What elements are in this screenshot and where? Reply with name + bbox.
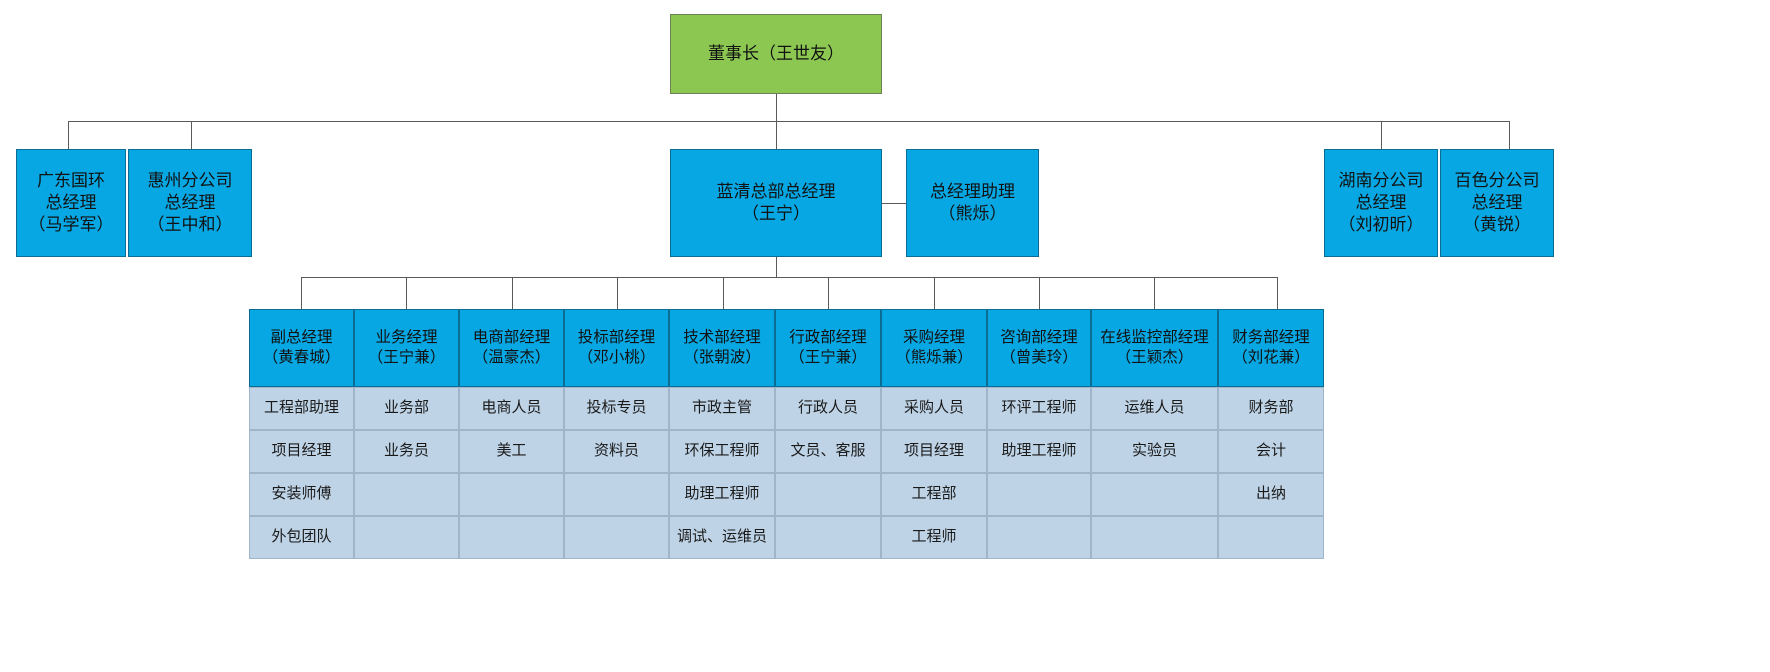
- node-chairman[interactable]: 董事长（王世友）: [670, 14, 882, 94]
- staff-cell[interactable]: 项目经理: [249, 430, 354, 473]
- staff-cell[interactable]: [987, 473, 1091, 516]
- connector-drop-dept-7: [1039, 277, 1040, 309]
- staff-cell[interactable]: 项目经理: [881, 430, 987, 473]
- staff-cell[interactable]: 业务部: [354, 387, 459, 430]
- staff-cell[interactable]: 助理工程师: [987, 430, 1091, 473]
- dept-header-1[interactable]: 业务经理 （王宁兼）: [354, 309, 459, 387]
- dept-header-3[interactable]: 投标部经理 （邓小桃）: [564, 309, 669, 387]
- staff-cell[interactable]: 助理工程师: [669, 473, 775, 516]
- dept-header-8[interactable]: 在线监控部经理 （王颖杰）: [1091, 309, 1218, 387]
- staff-cell[interactable]: [1091, 516, 1218, 559]
- staff-cell[interactable]: 出纳: [1218, 473, 1324, 516]
- staff-cell[interactable]: 外包团队: [249, 516, 354, 559]
- node-gm-assistant[interactable]: 总经理助理 （熊烁）: [906, 149, 1039, 257]
- staff-cell[interactable]: 安装师傅: [249, 473, 354, 516]
- connector-drop-huizhou: [191, 121, 192, 149]
- staff-cell[interactable]: 会计: [1218, 430, 1324, 473]
- staff-cell[interactable]: 工程部助理: [249, 387, 354, 430]
- staff-cell[interactable]: 电商人员: [459, 387, 564, 430]
- staff-cell[interactable]: [987, 516, 1091, 559]
- dept-header-2[interactable]: 电商部经理 （温豪杰）: [459, 309, 564, 387]
- dept-header-6[interactable]: 采购经理 （熊烁兼）: [881, 309, 987, 387]
- staff-cell[interactable]: 实验员: [1091, 430, 1218, 473]
- dept-header-0[interactable]: 副总经理 （黄春城）: [249, 309, 354, 387]
- connector-drop-baise: [1509, 121, 1510, 149]
- staff-cell[interactable]: 财务部: [1218, 387, 1324, 430]
- connector-drop-dept-1: [406, 277, 407, 309]
- node-baise-branch-gm[interactable]: 百色分公司 总经理 （黄锐）: [1440, 149, 1554, 257]
- staff-cell[interactable]: 环保工程师: [669, 430, 775, 473]
- connector-dept-bus: [301, 277, 1277, 278]
- staff-cell[interactable]: [564, 516, 669, 559]
- node-lanqing-hq-gm[interactable]: 蓝清总部总经理 （王宁）: [670, 149, 882, 257]
- connector-drop-dept-6: [934, 277, 935, 309]
- connector-drop-guangdong: [68, 121, 69, 149]
- staff-cell[interactable]: 业务员: [354, 430, 459, 473]
- staff-cell[interactable]: [354, 516, 459, 559]
- connector-level2-bus: [68, 121, 1510, 122]
- staff-cell[interactable]: 行政人员: [775, 387, 881, 430]
- dept-header-9[interactable]: 财务部经理 （刘花兼）: [1218, 309, 1324, 387]
- connector-drop-dept-5: [828, 277, 829, 309]
- staff-cell[interactable]: [354, 473, 459, 516]
- connector-drop-lanqing: [776, 121, 777, 149]
- staff-cell[interactable]: [775, 473, 881, 516]
- connector-hq-down: [776, 257, 777, 277]
- staff-cell[interactable]: [459, 516, 564, 559]
- connector-drop-dept-0: [301, 277, 302, 309]
- connector-drop-dept-3: [617, 277, 618, 309]
- staff-cell[interactable]: 资料员: [564, 430, 669, 473]
- staff-cell[interactable]: [1091, 473, 1218, 516]
- staff-cell[interactable]: [459, 473, 564, 516]
- dept-header-7[interactable]: 咨询部经理 （曾美玲）: [987, 309, 1091, 387]
- staff-cell[interactable]: 投标专员: [564, 387, 669, 430]
- staff-cell[interactable]: [564, 473, 669, 516]
- staff-cell[interactable]: 市政主管: [669, 387, 775, 430]
- staff-cell[interactable]: 美工: [459, 430, 564, 473]
- staff-cell[interactable]: 工程部: [881, 473, 987, 516]
- connector-drop-dept-8: [1154, 277, 1155, 309]
- node-huizhou-branch-gm[interactable]: 惠州分公司 总经理 （王中和）: [128, 149, 252, 257]
- dept-header-5[interactable]: 行政部经理 （王宁兼）: [775, 309, 881, 387]
- connector-drop-hunan: [1381, 121, 1382, 149]
- staff-cell[interactable]: 运维人员: [1091, 387, 1218, 430]
- node-guangdong-gm[interactable]: 广东国环 总经理 （马学军）: [16, 149, 126, 257]
- staff-cell[interactable]: [1218, 516, 1324, 559]
- connector-chairman-down: [776, 94, 777, 121]
- staff-cell[interactable]: 文员、客服: [775, 430, 881, 473]
- connector-drop-dept-2: [512, 277, 513, 309]
- staff-cell[interactable]: [775, 516, 881, 559]
- dept-header-4[interactable]: 技术部经理 （张朝波）: [669, 309, 775, 387]
- connector-gm-to-assistant: [882, 203, 906, 204]
- connector-drop-dept-9: [1277, 277, 1278, 309]
- staff-cell[interactable]: 采购人员: [881, 387, 987, 430]
- node-hunan-branch-gm[interactable]: 湖南分公司 总经理 （刘初昕）: [1324, 149, 1438, 257]
- staff-cell[interactable]: 工程师: [881, 516, 987, 559]
- staff-cell[interactable]: 环评工程师: [987, 387, 1091, 430]
- connector-drop-dept-4: [723, 277, 724, 309]
- staff-cell[interactable]: 调试、运维员: [669, 516, 775, 559]
